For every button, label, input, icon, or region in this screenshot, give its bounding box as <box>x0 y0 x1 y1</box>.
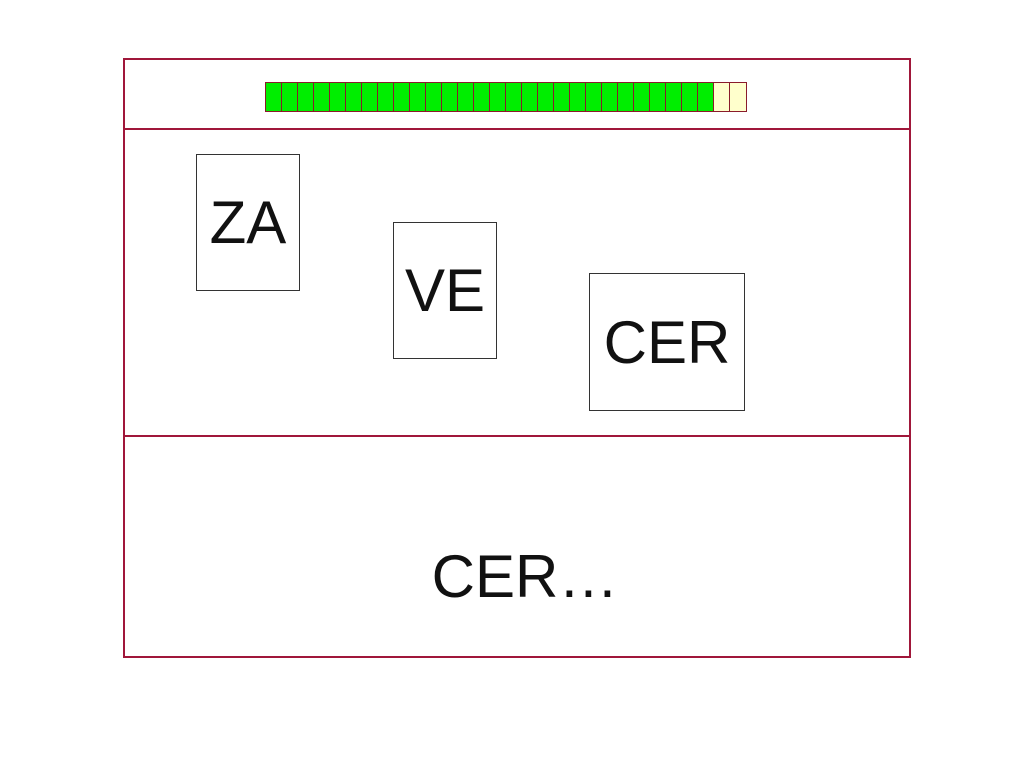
progress-segment-complete <box>522 83 538 111</box>
syllable-label: CER <box>603 308 731 376</box>
progress-segment-remaining <box>714 83 730 111</box>
progress-segment-complete <box>266 83 282 111</box>
syllable-card-za[interactable]: ZA <box>196 154 300 291</box>
progress-bar <box>265 82 747 112</box>
exercise-frame: ZA VE CER CER… <box>123 58 911 658</box>
syllable-label: ZA <box>209 189 287 256</box>
progress-segment-complete <box>666 83 682 111</box>
progress-segment-complete <box>362 83 378 111</box>
answer-text: CER… <box>431 543 619 610</box>
progress-segment-complete <box>314 83 330 111</box>
progress-segment-complete <box>330 83 346 111</box>
progress-segment-complete <box>650 83 666 111</box>
progress-segment-complete <box>426 83 442 111</box>
progress-segment-complete <box>474 83 490 111</box>
progress-segment-complete <box>394 83 410 111</box>
syllable-area: ZA VE CER <box>125 130 909 437</box>
progress-segment-complete <box>634 83 650 111</box>
progress-segment-complete <box>298 83 314 111</box>
progress-segment-complete <box>442 83 458 111</box>
progress-segment-complete <box>554 83 570 111</box>
answer-area: CER… <box>125 437 909 656</box>
progress-segment-complete <box>682 83 698 111</box>
progress-segment-complete <box>618 83 634 111</box>
syllable-label: VE <box>404 257 486 324</box>
syllable-card-cer[interactable]: CER <box>589 273 745 411</box>
progress-segment-complete <box>602 83 618 111</box>
progress-segment-complete <box>458 83 474 111</box>
progress-segment-complete <box>570 83 586 111</box>
progress-segment-complete <box>586 83 602 111</box>
progress-segment-complete <box>506 83 522 111</box>
syllable-card-ve[interactable]: VE <box>393 222 497 359</box>
progress-segment-remaining <box>730 83 746 111</box>
progress-segment-complete <box>346 83 362 111</box>
progress-panel <box>125 60 909 130</box>
progress-segment-complete <box>698 83 714 111</box>
progress-segment-complete <box>282 83 298 111</box>
progress-segment-complete <box>538 83 554 111</box>
progress-segment-complete <box>490 83 506 111</box>
progress-segment-complete <box>378 83 394 111</box>
progress-segment-complete <box>410 83 426 111</box>
